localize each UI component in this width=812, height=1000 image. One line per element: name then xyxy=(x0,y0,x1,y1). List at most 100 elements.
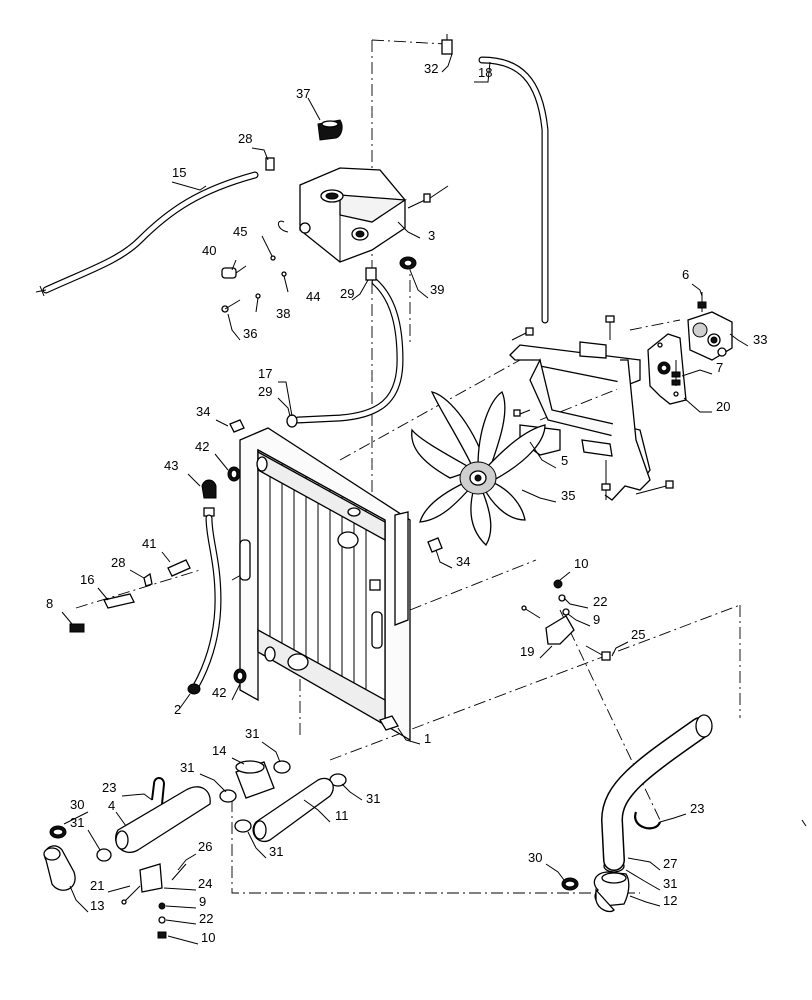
part-label-12: 12 xyxy=(663,893,677,908)
bolt-36 xyxy=(221,299,241,313)
part-label-35: 35 xyxy=(561,488,575,503)
part-label-20: 20 xyxy=(716,399,730,414)
part-label-13: 13 xyxy=(90,898,104,913)
part-label-26: 26 xyxy=(198,839,212,854)
clamp-31-e xyxy=(234,819,252,833)
clamp-32 xyxy=(441,34,453,55)
part-label-16: 16 xyxy=(80,572,94,587)
clamp-30-right xyxy=(561,877,579,891)
leader-lines xyxy=(61,53,749,945)
part-label-22a: 22 xyxy=(593,594,607,609)
part-label-44: 44 xyxy=(306,289,320,304)
part-label-28a: 28 xyxy=(238,131,252,146)
part-label-7: 7 xyxy=(716,360,723,375)
part-label-15: 15 xyxy=(172,165,186,180)
part-label-9b: 9 xyxy=(199,894,206,909)
part-label-21: 21 xyxy=(90,878,104,893)
clamp-31-b xyxy=(219,789,237,803)
part-label-8: 8 xyxy=(46,596,53,611)
break-mark xyxy=(801,819,807,827)
part-label-19: 19 xyxy=(520,644,534,659)
clamp-31-a xyxy=(273,760,291,774)
part-label-25: 25 xyxy=(631,627,645,642)
fan-35 xyxy=(411,391,546,547)
part-label-33: 33 xyxy=(753,332,767,347)
hose-17 xyxy=(294,278,404,424)
motor-bracket-20 xyxy=(647,333,687,405)
bolt-25 xyxy=(585,645,611,661)
part-label-45: 45 xyxy=(233,224,247,239)
elbow-12 xyxy=(593,871,630,913)
gasket-34-top xyxy=(229,419,245,433)
u-bolt-23-left xyxy=(151,777,166,805)
part-label-9a: 9 xyxy=(593,612,600,627)
part-label-11: 11 xyxy=(335,808,349,823)
hose-4 xyxy=(115,786,211,853)
part-label-3: 3 xyxy=(428,228,435,243)
part-label-6: 6 xyxy=(682,267,689,282)
fasteners-10-22-9-upper xyxy=(521,579,570,619)
part-label-34b: 34 xyxy=(456,554,470,569)
clamp-29-lower xyxy=(286,414,298,428)
part-label-37: 37 xyxy=(296,86,310,101)
part-label-29b: 29 xyxy=(258,384,272,399)
part-label-22b: 22 xyxy=(199,911,213,926)
part-label-31c: 31 xyxy=(366,791,380,806)
plug-42-bottom xyxy=(233,668,247,684)
drain-tube-2 xyxy=(187,514,222,695)
part-label-36: 36 xyxy=(243,326,257,341)
plug-42-top xyxy=(227,466,241,482)
part-label-27: 27 xyxy=(663,856,677,871)
hose-18 xyxy=(478,56,549,324)
part-label-42b: 42 xyxy=(212,685,226,700)
coolant-reservoir-3 xyxy=(278,167,449,263)
part-number-labels: 37 32 18 28 15 34 5 40 29 39 44 3 8 36 6 33 7 20 17 29 34 42 4… xyxy=(46,61,767,945)
part-label-31f: 31 xyxy=(663,876,677,891)
part-label-10b: 10 xyxy=(201,930,215,945)
radiator-1 xyxy=(239,427,411,742)
hose-16 xyxy=(103,593,135,609)
part-label-31e: 31 xyxy=(269,844,283,859)
fitting-8 xyxy=(69,623,85,633)
part-label-18: 18 xyxy=(478,65,492,80)
hose-15 xyxy=(35,171,259,297)
pipe-27 xyxy=(601,714,713,871)
part-label-43: 43 xyxy=(164,458,178,473)
part-label-40: 40 xyxy=(202,243,216,258)
part-label-23b: 23 xyxy=(690,801,704,816)
part-label-31b: 31 xyxy=(180,760,194,775)
part-label-31a: 31 xyxy=(245,726,259,741)
part-label-17: 17 xyxy=(258,366,272,381)
part-label-1: 1 xyxy=(424,731,431,746)
gasket-34-bottom xyxy=(427,537,443,553)
part-label-10a: 10 xyxy=(574,556,588,571)
part-label-28b: 28 xyxy=(111,555,125,570)
part-label-31d: 31 xyxy=(70,815,84,830)
part-label-5: 5 xyxy=(561,453,568,468)
reservoir-cap-37 xyxy=(307,97,343,141)
hydraulic-motor-33 xyxy=(687,311,733,361)
bracket-24 xyxy=(121,863,187,939)
bolt-40 xyxy=(221,265,247,279)
part-label-32: 32 xyxy=(424,61,438,76)
hose-11 xyxy=(252,777,334,843)
part-label-42a: 42 xyxy=(195,439,209,454)
elbow-13 xyxy=(43,845,76,891)
mounting-bracket-5 xyxy=(509,315,674,501)
clamp-31-d xyxy=(96,848,112,862)
part-label-30a: 30 xyxy=(70,797,84,812)
hose-14 xyxy=(235,760,275,799)
clamp-28-left xyxy=(143,572,153,587)
fasteners-7 xyxy=(671,360,681,386)
part-label-41: 41 xyxy=(142,536,156,551)
part-label-34a: 34 xyxy=(196,404,210,419)
part-label-39: 39 xyxy=(430,282,444,297)
clamp-28-top xyxy=(265,157,275,171)
u-bolt-23-right xyxy=(634,811,662,830)
part-label-24: 24 xyxy=(198,876,212,891)
part-label-29a: 29 xyxy=(340,286,354,301)
washers-45-44-38 xyxy=(255,235,289,313)
elbow-fitting-43 xyxy=(201,479,217,517)
part-label-30b: 30 xyxy=(528,850,542,865)
